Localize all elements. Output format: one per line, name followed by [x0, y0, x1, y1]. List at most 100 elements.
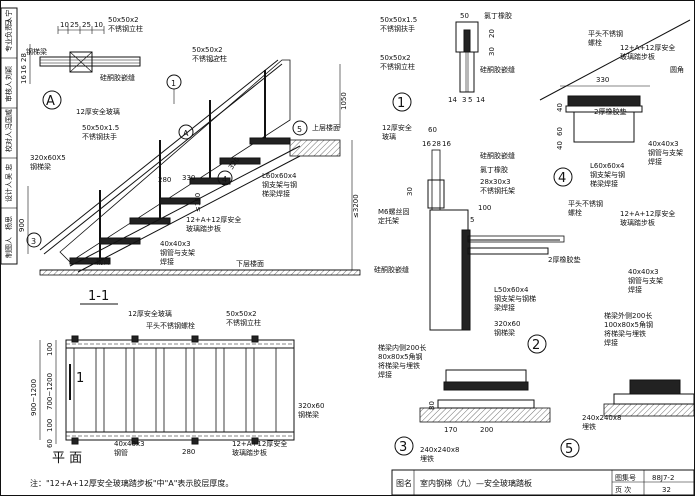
marker-1: 1: [171, 79, 176, 88]
d4-marker: 4: [558, 171, 566, 186]
d1-dim-3: 3: [462, 96, 466, 104]
dim-10a: 10: [60, 21, 69, 29]
d1-dim-20: 20: [488, 29, 496, 38]
stringer-label: 钢梯梁: [26, 47, 47, 56]
plan-dim-60: 60: [46, 439, 54, 448]
d4-dim-60: 60: [556, 127, 564, 136]
plan-dim-100b: 100: [46, 419, 54, 432]
d2-silicone-label: 硅酮胶嵌缝: [480, 151, 515, 160]
page-value: 32: [662, 486, 671, 494]
tread-label: 12+A+12厚安全玻璃踏步板: [186, 215, 241, 233]
strip-row-2-label: 审核人: [4, 81, 13, 102]
d2-dim-16a: 16: [422, 140, 431, 148]
d2-dim-16b: 16: [442, 140, 451, 148]
dim-900: 900: [18, 219, 26, 232]
title-block: 图名 室内钢梯（九）—安全玻璃踏板 图集号 88J7-2 页 次 32: [391, 469, 695, 496]
plan-dim-range: 700~1200: [46, 373, 54, 410]
marker-5: 5: [297, 125, 302, 134]
plan-dim-total: 900~1200: [30, 379, 38, 416]
atlas-label: 图集号: [615, 473, 636, 482]
marker-a-small: A: [183, 129, 189, 138]
strip-row-4-label: 设计人: [4, 181, 13, 202]
dim-25b: 25: [82, 21, 91, 29]
d2-silicone2-label: 硅酮胶嵌缝: [374, 265, 409, 274]
dim-3200: ≤3200: [352, 194, 360, 218]
dim-28: 28: [20, 53, 28, 62]
treads: [69, 137, 291, 265]
dim-10b: 10: [94, 21, 103, 29]
d4-tread-label: 12+A+12厚安全玻璃踏步板: [620, 43, 675, 61]
d4-dim-40b: 40: [556, 141, 564, 150]
d1-dim-14a: 14: [448, 96, 457, 104]
d2-pad-label: 2厚橡胶垫: [548, 255, 580, 264]
d2-dim-100: 100: [478, 204, 491, 212]
dim-280: 280: [158, 176, 171, 184]
dim-330: 330: [182, 174, 195, 182]
d5-marker: 5: [565, 442, 573, 457]
strip-row-2-sign: 刘颖: [4, 66, 13, 80]
signature-strip: 专业负责人 马 宁 审核人 刘颖 校对人 冯国威 设计人 吴 忠 制图人 杨思: [0, 7, 18, 265]
d2-dim-60: 60: [428, 126, 437, 134]
strip-row-4-sign: 吴 忠: [5, 164, 13, 180]
upper-floor-slab: [289, 139, 341, 157]
d1-marker: 1: [397, 96, 405, 111]
d1-dim-30: 30: [488, 47, 496, 56]
d2-tread-label: 12+A+12厚安全玻璃踏步板: [620, 209, 675, 227]
d4-bolt-label: 平头不锈钢螺栓: [588, 29, 623, 47]
plan-treads: [73, 347, 277, 433]
dim-180: ≤180: [194, 193, 202, 212]
dim-16a: 16: [20, 65, 28, 74]
d1-rubber-label: 氯丁橡胶: [484, 11, 512, 20]
dim-1050: 1050: [340, 92, 348, 110]
d2-marker: 2: [532, 338, 540, 353]
strip-row-1-label: 专业负责人: [4, 17, 13, 52]
dim-25a: 25: [70, 21, 79, 29]
d3-dim-80: 80: [428, 401, 436, 410]
footnote: 注："12+A+12厚安全玻璃踏步板"中"A"表示胶层厚度。: [30, 478, 233, 488]
silicone-label: 硅酮胶嵌缝: [100, 73, 135, 82]
detail-4: 330 40 60 40 平头不锈钢螺栓 12+A+12厚安全玻璃踏步板 圆角 …: [539, 19, 691, 188]
d1-dim-14b: 14: [476, 96, 485, 104]
stringer-beam: [69, 145, 301, 267]
d4-dim-330: 330: [596, 76, 609, 84]
dim-16b: 16: [20, 75, 28, 84]
d3-dim-200: 200: [480, 426, 493, 434]
plan-bolt-label: 平头不锈钢螺栓: [146, 321, 195, 330]
plan-outline: [65, 339, 295, 441]
d1-silicone-label: 硅酮胶嵌缝: [480, 65, 515, 74]
drawing-name: 室内钢梯（九）—安全玻璃踏板: [420, 478, 532, 488]
marker-a: A: [46, 94, 55, 109]
strip-row-3-sign: 冯国威: [4, 109, 13, 130]
plan-section-mark: 1: [76, 371, 84, 386]
d3-marker: 3: [399, 440, 407, 455]
detail-2: 12厚安全玻璃 60 16 28 16 30 5 100 硅酮胶嵌缝 氯丁橡胶 …: [374, 123, 675, 354]
d1-dim-5: 5: [468, 96, 472, 104]
d2-m6-label: M6螺丝固定托架: [378, 207, 410, 225]
